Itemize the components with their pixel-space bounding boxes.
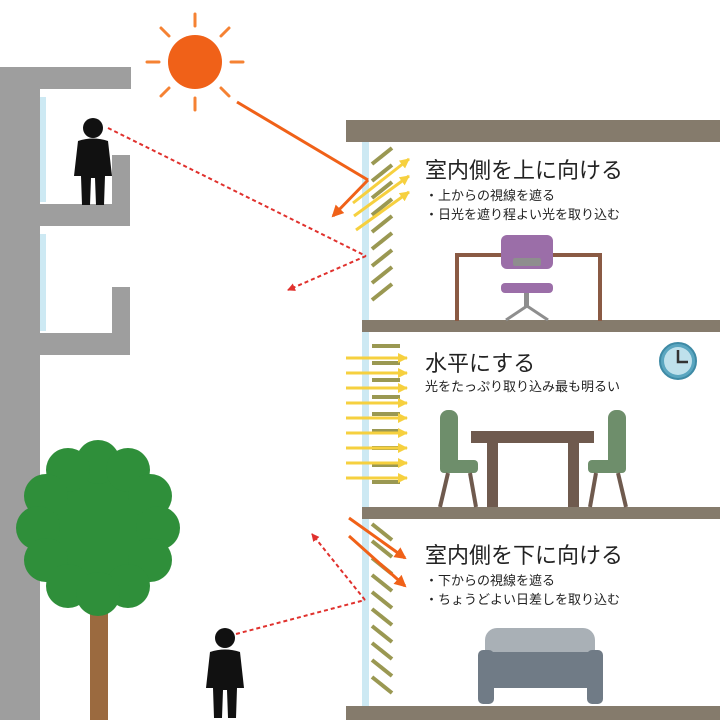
- louver-slat: [370, 265, 394, 285]
- section-bullet-up-2: ・日光を遮り程よい光を取り込む: [425, 208, 621, 223]
- section-heading-down: 室内側を下に向ける: [425, 544, 624, 569]
- sun-icon: [145, 12, 245, 112]
- tree-icon: [16, 440, 180, 720]
- light-upper-floor: [352, 157, 410, 232]
- louver-slat: [370, 197, 394, 217]
- sofa-icon: [478, 628, 603, 704]
- louver-slat: [370, 146, 394, 166]
- louver-slat: [370, 539, 394, 559]
- louver-slat: [370, 675, 394, 695]
- louver-slat: [370, 641, 394, 661]
- dining-chair-icon: [438, 410, 478, 508]
- louvers-tilted-down: [370, 522, 394, 695]
- sunray-upper-floor: [236, 100, 370, 218]
- person-icon: [74, 118, 112, 205]
- louver-slat: [370, 248, 394, 268]
- section-bullet-flat-1: 光をたっぷり取り込み最も明るい: [425, 380, 621, 395]
- sight-lines-lower: [235, 533, 366, 635]
- sight-lines-upper: [107, 127, 367, 291]
- dining-table-icon: [471, 431, 594, 507]
- office-chair-icon: [501, 235, 553, 322]
- section-bullet-up-1: ・上からの視線を遮る: [425, 189, 556, 204]
- louver-slat: [370, 231, 394, 251]
- louver-slat: [370, 180, 394, 200]
- section-bullet-down-1: ・下からの視線を遮る: [425, 574, 556, 589]
- section-heading-flat: 水平にする: [425, 352, 536, 377]
- left-building-windows: [40, 97, 46, 331]
- light-middle-floor: [346, 353, 408, 483]
- louver-slat: [370, 163, 394, 183]
- sunray-lower-floor: [348, 516, 407, 588]
- right-building-floors: [346, 120, 720, 720]
- louver-slat: [370, 282, 394, 302]
- section-bullet-down-2: ・ちょうどよい日差しを取り込む: [425, 593, 621, 608]
- left-building: [0, 67, 131, 720]
- louver-slat: [370, 607, 394, 627]
- louvers-tilted-up: [370, 146, 394, 302]
- section-heading-up: 室内側を上に向ける: [425, 159, 624, 184]
- louver-slat: [370, 522, 394, 542]
- louver-slat: [370, 624, 394, 644]
- person-icon: [206, 628, 244, 718]
- louver-slat: [370, 573, 394, 593]
- louver-slat: [370, 590, 394, 610]
- dining-chair-icon: [588, 410, 628, 508]
- clock-icon: [659, 342, 697, 380]
- louver-slat: [370, 214, 394, 234]
- louver-slat: [370, 658, 394, 678]
